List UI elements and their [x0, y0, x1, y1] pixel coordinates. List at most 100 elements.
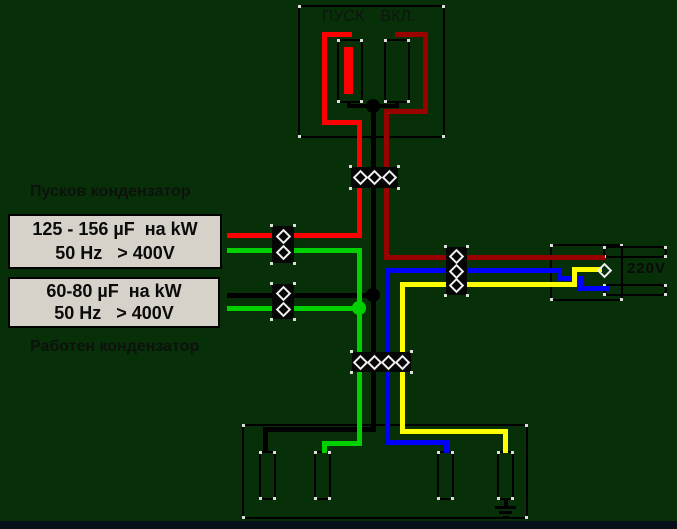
- blue-wire-segment: [444, 440, 449, 453]
- start-capacitor-rating-line2: 50 Hz > 400V: [55, 242, 175, 263]
- selection-handle: [664, 284, 667, 287]
- selection-handle: [664, 246, 667, 249]
- ground-wire-yellow-segment: [400, 282, 577, 287]
- ground-wire-yellow-segment: [572, 267, 577, 287]
- selection-handle: [270, 318, 273, 321]
- selection-handle: [444, 294, 447, 297]
- selection-handle: [397, 187, 400, 190]
- terminal-screw-icon: [381, 169, 397, 186]
- terminal-screw-icon: [275, 301, 291, 317]
- blue-wire-segment: [578, 286, 610, 291]
- selection-handle: [349, 187, 352, 190]
- terminal-screw-icon: [352, 169, 368, 186]
- selection-handle: [451, 451, 454, 454]
- motor-terminal-3: [437, 451, 454, 500]
- start-button-label: ПУСК: [321, 8, 365, 25]
- selection-handle: [664, 293, 667, 296]
- selection-handle: [242, 424, 245, 427]
- terminal-screw-icon: [275, 286, 291, 302]
- selection-handle: [270, 262, 273, 265]
- start-wire-red-segment: [322, 32, 327, 125]
- selection-handle: [511, 451, 514, 454]
- selection-handle: [259, 497, 262, 500]
- selection-handle: [350, 350, 353, 353]
- common-wire-black-segment: [263, 427, 268, 453]
- terminal-block-motor: [350, 350, 413, 374]
- selection-handle: [525, 424, 528, 427]
- selection-handle: [293, 262, 296, 265]
- green-junction-dot: [352, 301, 366, 315]
- selection-handle: [442, 5, 445, 8]
- selection-handle: [384, 100, 387, 103]
- selection-handle: [620, 244, 623, 247]
- start-button-contact-bar: [344, 47, 353, 94]
- mains-voltage-label: 220V: [627, 260, 667, 277]
- selection-handle: [466, 245, 469, 248]
- selection-handle: [437, 451, 440, 454]
- selection-handle: [497, 497, 500, 500]
- selection-handle: [314, 451, 317, 454]
- terminal-screw-icon: [275, 244, 291, 261]
- selection-handle: [328, 451, 331, 454]
- start-capacitor-caption: Пусков кондензатор: [30, 183, 191, 200]
- selection-handle: [410, 371, 413, 374]
- selection-handle: [620, 298, 623, 301]
- blue-wire-segment: [385, 440, 449, 445]
- selection-handle: [511, 497, 514, 500]
- selection-handle: [293, 282, 296, 285]
- ground-wire-yellow-segment: [503, 429, 508, 453]
- start-capacitor-spec-box: 125 - 156 µF на kW 50 Hz > 400V: [8, 214, 222, 269]
- run-switch-label: ВКЛ.: [380, 8, 416, 25]
- selection-handle: [407, 39, 410, 42]
- selection-handle: [273, 497, 276, 500]
- terminal-screw-icon: [448, 248, 465, 265]
- plug-ground-screw: [596, 262, 613, 279]
- capacitor-wire-green-segment: [322, 441, 362, 446]
- run-capacitor-rating-line2: 50 Hz > 400V: [54, 303, 174, 324]
- terminal-screw-icon: [448, 263, 465, 279]
- selection-handle: [273, 451, 276, 454]
- selection-handle: [270, 282, 273, 285]
- selection-handle: [550, 244, 553, 247]
- run-capacitor-spec-box: 60-80 µF на kW 50 Hz > 400V: [8, 277, 220, 328]
- selection-handle: [444, 245, 447, 248]
- selection-handle: [293, 318, 296, 321]
- terminal-screw-icon: [275, 228, 291, 245]
- selection-handle: [360, 39, 363, 42]
- capacitor-wire-green-segment: [227, 248, 362, 253]
- ground-wire-yellow-segment: [572, 267, 602, 272]
- plug-prong-bottom: [603, 284, 667, 296]
- selection-handle: [298, 5, 301, 8]
- ground-symbol-icon: [503, 516, 509, 519]
- selection-handle: [360, 100, 363, 103]
- motor-terminal-1: [259, 451, 276, 500]
- blue-wire-segment: [385, 268, 562, 273]
- line-wire-darkred-segment: [395, 32, 428, 37]
- selection-handle: [550, 298, 553, 301]
- selection-handle: [397, 165, 400, 168]
- start-wire-red-segment: [322, 32, 352, 37]
- line-wire-darkred-segment: [384, 255, 605, 260]
- selection-handle: [451, 497, 454, 500]
- blue-wire-segment: [578, 276, 583, 290]
- terminal-screw-icon: [596, 262, 613, 279]
- selection-handle: [497, 451, 500, 454]
- terminal-block-run-capacitor: [270, 282, 296, 321]
- start-wire-red-segment: [227, 233, 362, 238]
- plug-prong-top: [603, 246, 667, 258]
- terminal-screw-icon: [366, 169, 383, 186]
- selection-handle: [270, 224, 273, 227]
- selection-handle: [314, 497, 317, 500]
- selection-handle: [664, 255, 667, 258]
- ground-symbol-icon: [495, 506, 516, 509]
- selection-handle: [437, 497, 440, 500]
- switch-common-junction-dot: [366, 99, 380, 113]
- run-capacitor-rating-line1: 60-80 µF на kW: [46, 281, 182, 302]
- terminal-block-start-capacitor: [270, 224, 296, 265]
- common-wire-black-segment: [371, 105, 376, 432]
- run-switch-symbol: [384, 39, 410, 103]
- bottom-border-strip: [0, 521, 677, 529]
- motor-terminal-4: [497, 451, 514, 500]
- selection-handle: [337, 100, 340, 103]
- selection-handle: [407, 100, 410, 103]
